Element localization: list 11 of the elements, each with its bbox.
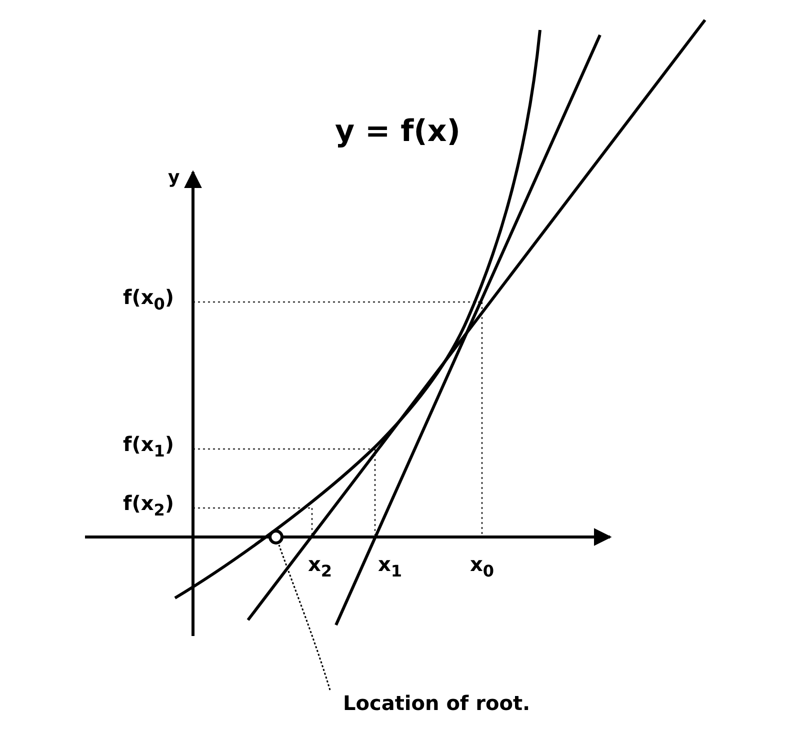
tick-label: x$_{0}$ [470, 553, 494, 580]
tick-label: x$_{1}$ [378, 553, 402, 580]
axis-label: y [168, 168, 180, 188]
callout-text: Location of root. [343, 692, 530, 714]
plot-title: y = f(x) [335, 115, 460, 148]
root-marker [268, 530, 284, 544]
tick-label: f(x$_{2}$) [123, 492, 174, 520]
leader-line [278, 544, 331, 690]
tick-label: f(x$_{1}$) [123, 433, 174, 460]
tick-label: x$_{2}$ [308, 553, 332, 580]
tick-label: f(x$_{0}$) [123, 286, 174, 314]
